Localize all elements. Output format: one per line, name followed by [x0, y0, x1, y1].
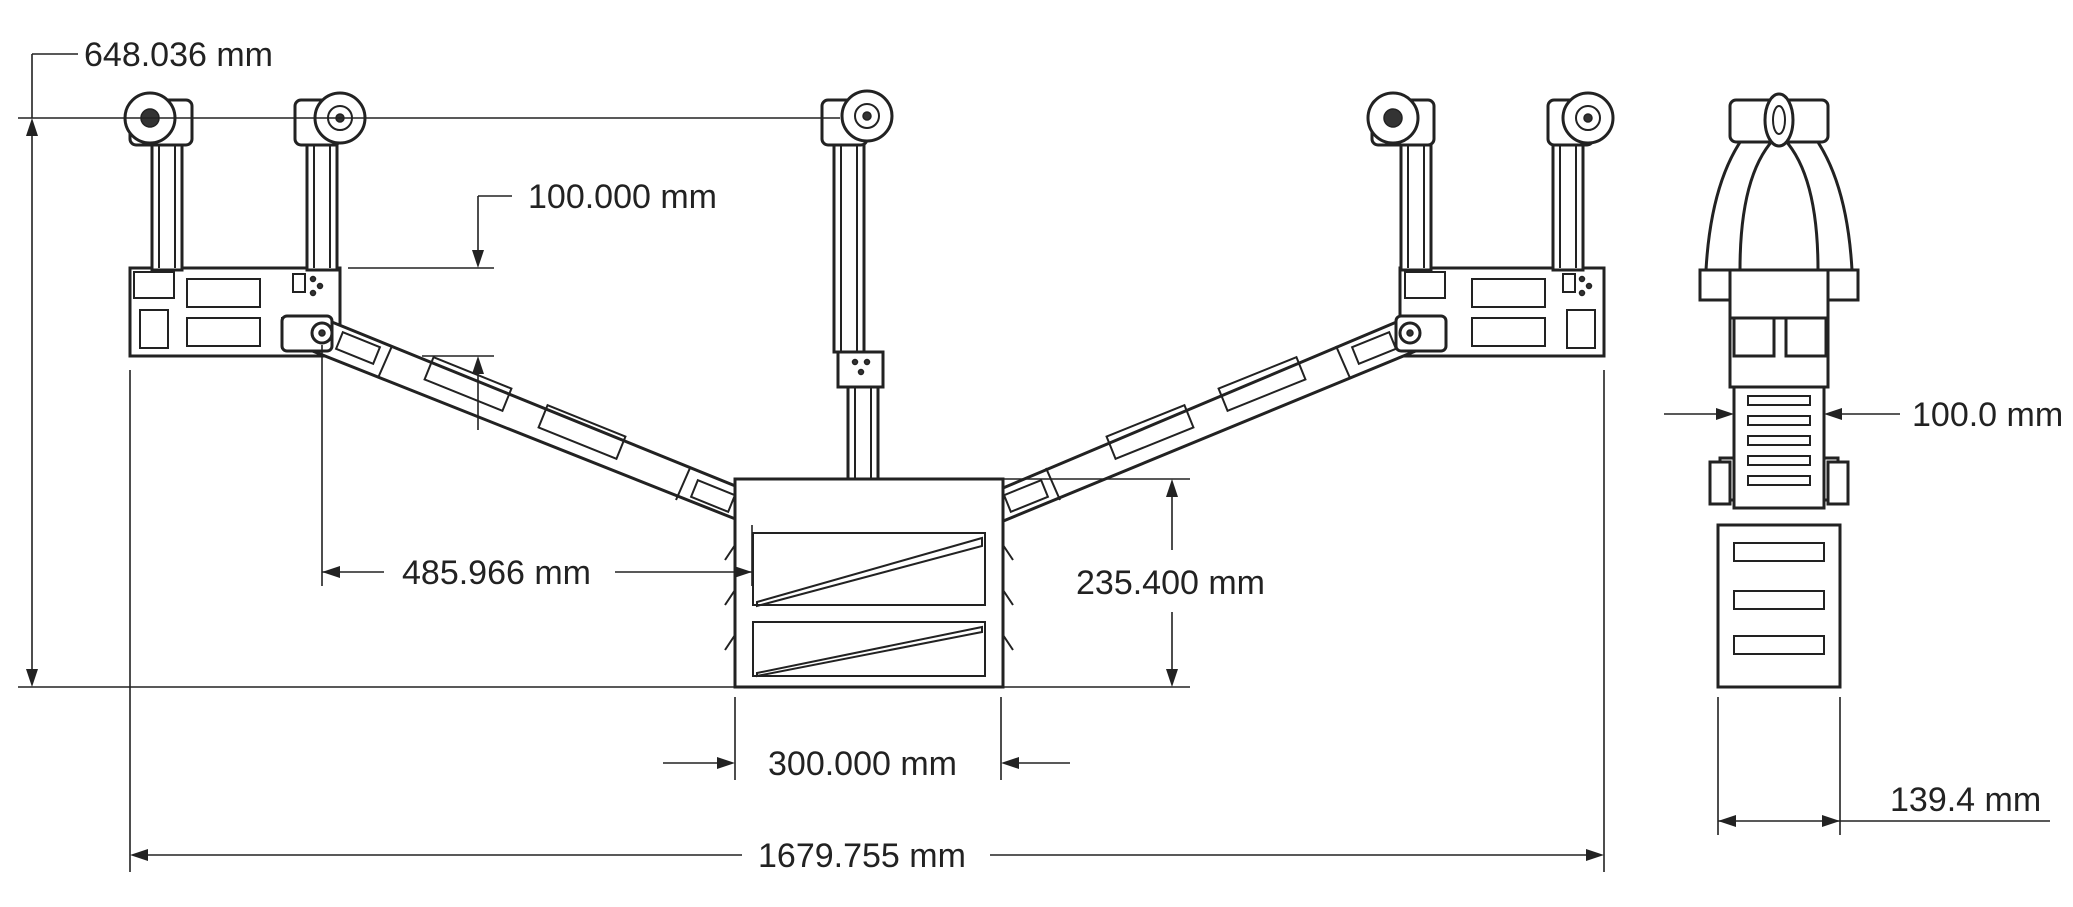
side-gap-label: 100.0 mm — [1912, 396, 2063, 434]
top-offset-label: 100.000 mm — [528, 178, 717, 216]
arm-span-label: 485.966 mm — [402, 554, 591, 592]
dimension-arm-span: 485.966 mm — [321, 345, 753, 592]
body-width-label: 300.000 mm — [768, 745, 957, 783]
body-height-label: 235.400 mm — [1076, 564, 1265, 602]
front-posts — [150, 130, 1585, 354]
front-view — [123, 89, 1615, 689]
left-arm — [280, 314, 800, 533]
central-body — [724, 477, 1014, 689]
dimension-body-height: 235.400 mm — [1003, 478, 1265, 688]
total-width-label: 1679.755 mm — [758, 837, 966, 875]
dimension-total-width: 1679.755 mm — [129, 370, 1605, 875]
center-mast-bracket — [836, 350, 885, 481]
right-arm — [940, 314, 1448, 533]
dimension-body-width: 300.000 mm — [663, 697, 1070, 783]
side-view — [1698, 92, 1860, 689]
left-upper-plate — [128, 266, 342, 358]
dimension-top-offset: 100.000 mm — [348, 178, 717, 430]
total-height-label: 648.036 mm — [84, 36, 273, 74]
dimension-side-width: 139.4 mm — [1717, 697, 2050, 835]
dimension-total-height: 648.036 mm — [18, 36, 840, 688]
dimension-side-gap: 100.0 mm — [1664, 396, 2063, 434]
side-width-label: 139.4 mm — [1890, 781, 2041, 819]
right-upper-plate — [1398, 266, 1606, 358]
